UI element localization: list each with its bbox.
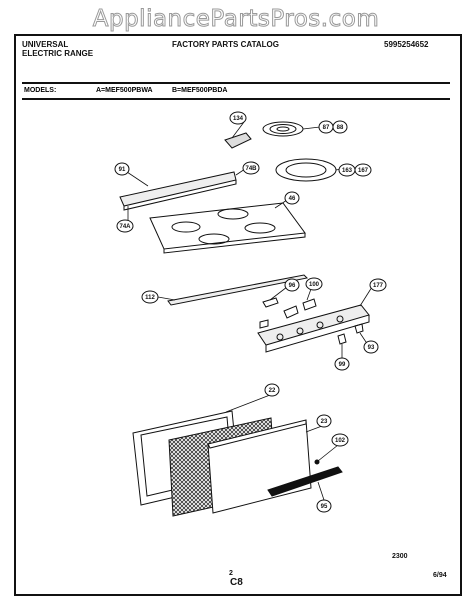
callout-100: 100 (305, 277, 323, 291)
callout-74b: 74B (242, 161, 260, 175)
svg-text:95: 95 (321, 504, 328, 510)
svg-text:100: 100 (309, 282, 320, 288)
part-91-trim-bar (119, 171, 237, 207)
callout-167: 167 (354, 163, 372, 177)
callout-74a: 74A (116, 219, 134, 233)
svg-text:99: 99 (339, 362, 346, 368)
brand-line2: ELECTRIC RANGE (22, 49, 94, 58)
section-code: C8 (230, 577, 243, 588)
part-46-cooktop (149, 202, 306, 250)
svg-text:74A: 74A (119, 224, 131, 230)
callout-134: 134 (229, 111, 247, 125)
svg-text:134: 134 (233, 116, 244, 122)
catalog-title: FACTORY PARTS CATALOG (172, 40, 279, 49)
callout-46: 46 (284, 191, 300, 205)
callout-112: 112 (141, 290, 159, 304)
callout-177: 177 (369, 278, 387, 292)
catalog-page-frame (14, 34, 462, 596)
svg-text:112: 112 (145, 295, 155, 301)
part-177-control-panel (257, 304, 370, 346)
svg-text:93: 93 (368, 345, 375, 351)
svg-text:167: 167 (358, 168, 369, 174)
part-95-door-handle (267, 466, 343, 497)
catalog-number: 5995254652 (384, 40, 429, 49)
callout-99: 99 (334, 357, 350, 371)
svg-text:74B: 74B (245, 166, 257, 172)
svg-text:102: 102 (335, 438, 346, 444)
model-a: A=MEF500PBWA (96, 87, 153, 94)
callout-96: 96 (284, 278, 300, 292)
part-134-bracket (224, 132, 252, 149)
svg-text:177: 177 (373, 283, 384, 289)
svg-text:46: 46 (289, 196, 296, 202)
svg-text:87: 87 (323, 125, 330, 131)
callout-88: 88 (332, 120, 348, 134)
svg-text:22: 22 (269, 388, 276, 394)
callout-23: 23 (316, 414, 332, 428)
callout-87: 87 (318, 120, 334, 134)
callout-22: 22 (264, 383, 280, 397)
brand-line1: UNIVERSAL (22, 40, 69, 49)
svg-text:96: 96 (289, 283, 296, 289)
svg-text:88: 88 (337, 125, 344, 131)
part-96-switch (262, 297, 279, 308)
diagram-code: 2300 (392, 553, 408, 560)
svg-text:23: 23 (321, 419, 328, 425)
callout-95: 95 (316, 499, 332, 513)
models-bar: MODELS: A=MEF500PBWA B=MEF500PBDA (22, 82, 450, 100)
callout-102: 102 (331, 433, 349, 447)
date-code: 6/94 (433, 572, 447, 579)
page-number: 2 (229, 570, 233, 577)
part-163-drip-pan (275, 158, 337, 182)
model-b: B=MEF500PBDA (172, 87, 228, 94)
callout-163: 163 (338, 163, 356, 177)
callout-93: 93 (363, 340, 379, 354)
watermark-text: AppliancePartsPros.com (92, 6, 380, 33)
callout-91: 91 (114, 162, 130, 176)
svg-text:163: 163 (342, 168, 353, 174)
svg-text:91: 91 (119, 167, 126, 173)
part-112-strip (167, 274, 309, 306)
models-label: MODELS: (24, 87, 57, 94)
